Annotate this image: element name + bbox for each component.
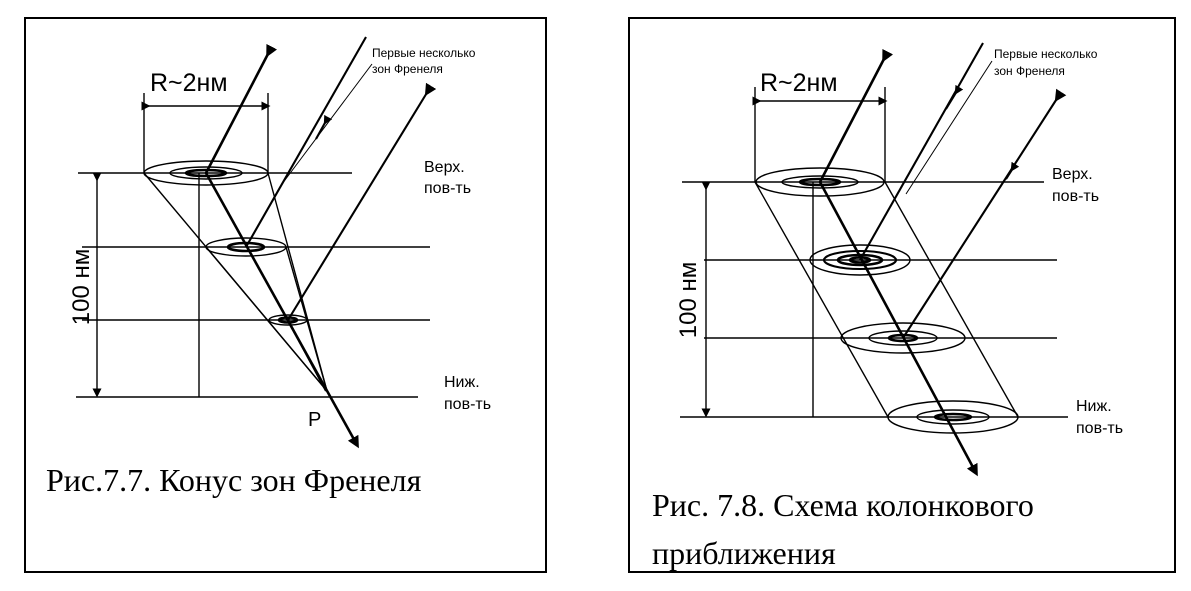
zone-low-outer — [840, 322, 966, 354]
zone-bottom-ring — [916, 409, 990, 425]
width-label: R~2нм — [150, 69, 228, 97]
bottom-surface-label-2: пов-ть — [1076, 420, 1123, 437]
fresnel-zone-top-inner — [169, 166, 243, 180]
caption-left: Рис.7.7. Конус зон Френеля — [46, 462, 422, 498]
top-surface-label-2: пов-ть — [1052, 188, 1099, 205]
thickness-label: 100 нм — [675, 262, 702, 338]
zone-low-ring — [868, 330, 938, 346]
zone-top-core — [798, 177, 842, 187]
transmitted-beam — [818, 181, 978, 477]
top-surface-label-1: Верх. — [424, 159, 465, 176]
fresnel-cone-diagram: R~2нм 100 нм Первые несколько зон Френел… — [46, 36, 491, 498]
fresnel-label-line1: Первые несколько — [372, 46, 476, 60]
figure-fresnel-cone: R~2нм 100 нм Первые несколько зон Френел… — [24, 17, 547, 573]
incident-beam-2 — [859, 42, 984, 261]
bottom-surface-label-1: Ниж. — [444, 374, 480, 391]
fresnel-zone-top-outer — [143, 160, 269, 186]
zone-top-inner — [781, 175, 859, 189]
cone-mid-left — [205, 246, 328, 392]
point-p-label: P — [308, 409, 321, 431]
top-surface-label-1: Верх. — [1052, 166, 1093, 183]
bottom-surface-label-2: пов-ть — [444, 396, 491, 413]
incident-beam-3 — [902, 88, 1067, 339]
zone-bottom-outer — [887, 400, 1019, 434]
zone-bottom-core — [933, 412, 973, 422]
beam-3-arrowhead — [1005, 161, 1020, 180]
incident-beam-1 — [204, 43, 278, 174]
column-approximation-diagram: R~2нм 100 нм Первые несколько — [652, 42, 1123, 571]
zone-mid-ring — [822, 249, 898, 271]
column-left-edge — [754, 181, 889, 418]
thickness-label: 100 нм — [68, 249, 95, 325]
fresnel-annotation-leader — [905, 60, 993, 195]
incident-beam-1 — [818, 48, 894, 183]
beam-3-continuation — [287, 319, 327, 392]
caption-right-line1: Рис. 7.8. Схема колонкового — [652, 487, 1034, 523]
top-surface-label-2: пов-ть — [424, 180, 471, 197]
fresnel-zone-low-outer — [268, 314, 308, 326]
fresnel-label-line1: Первые несколько — [994, 47, 1098, 61]
fresnel-label-line2: зон Френеля — [372, 62, 443, 76]
diffracted-beam-to-p — [204, 172, 359, 449]
figure-column-approximation: R~2нм 100 нм Первые несколько — [628, 17, 1176, 573]
zone-top-outer — [755, 167, 885, 197]
bottom-surface-label-1: Ниж. — [1076, 398, 1112, 415]
fresnel-label-line2: зон Френеля — [994, 64, 1065, 78]
zone-mid-outer — [809, 244, 911, 276]
fresnel-zone-top-core — [184, 168, 228, 178]
caption-right-line2: приближения — [652, 535, 836, 571]
column-right-edge — [884, 181, 1019, 418]
fresnel-annotation-leader — [281, 63, 373, 185]
incident-beam-3 — [287, 82, 437, 321]
beam-2-arrowhead — [945, 84, 964, 110]
incident-beam-2 — [245, 36, 367, 248]
width-label: R~2нм — [760, 69, 838, 97]
fresnel-zone-mid-outer — [205, 237, 287, 257]
